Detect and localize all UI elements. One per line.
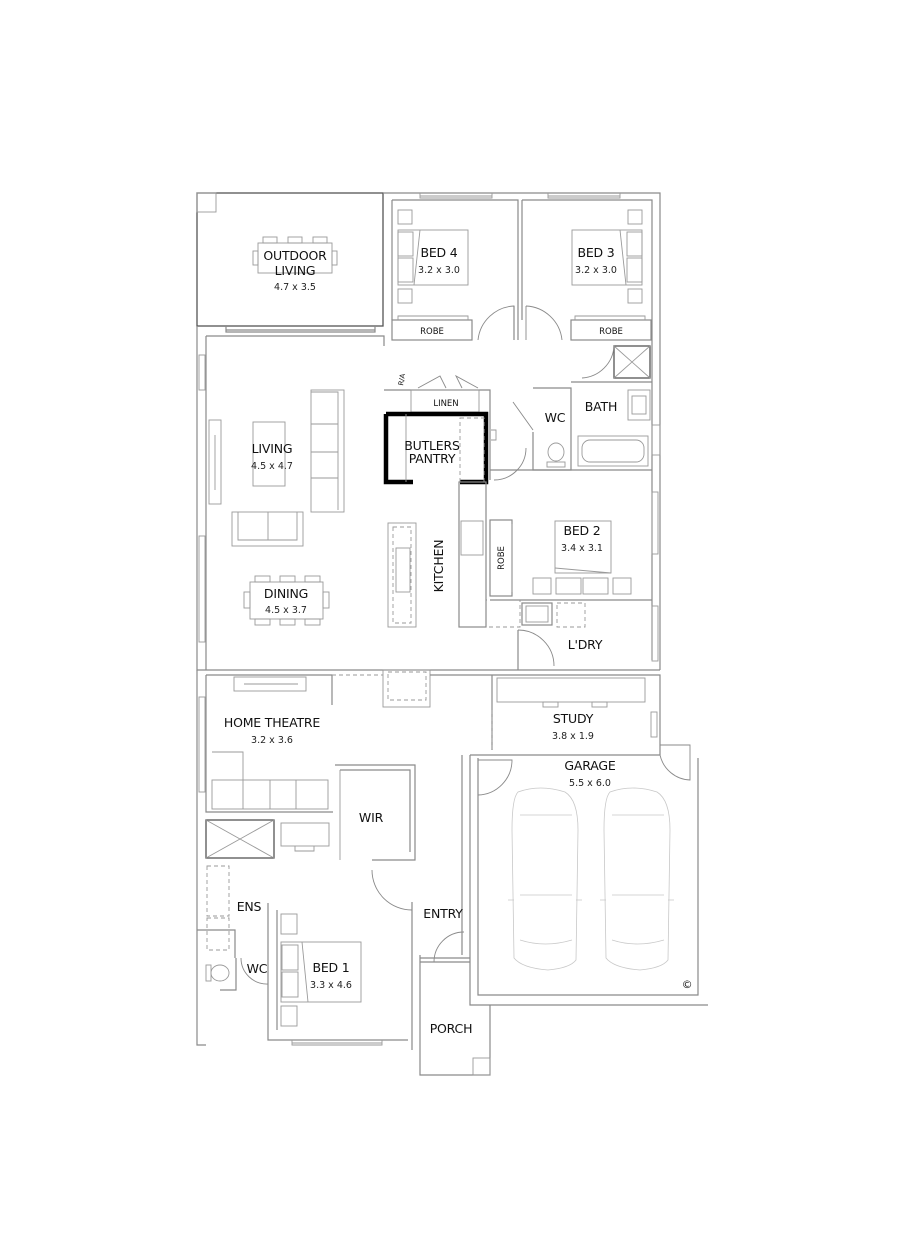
entry-label: ENTRY: [423, 906, 463, 921]
home-theatre-size: 3.2 x 3.6: [251, 735, 293, 746]
pantry-area: [383, 374, 527, 485]
bed-1-label: BED 1: [312, 960, 349, 975]
outdoor-living-label-1: OUTDOOR: [263, 248, 327, 263]
wir-label: WIR: [359, 810, 384, 825]
outdoor-living-label-2: LIVING: [275, 263, 316, 278]
robe-bed4-label: ROBE: [420, 327, 444, 337]
bed-1-wing: [197, 764, 416, 1050]
wc-ensuite-label: WC: [247, 961, 268, 976]
outdoor-table: [252, 236, 338, 274]
bed-2-label: BED 2: [563, 523, 600, 538]
bath-label: BATH: [585, 399, 617, 414]
bed-4-label: BED 4: [420, 245, 457, 260]
study-label: STUDY: [553, 711, 594, 726]
ra-label: R/A: [397, 373, 407, 386]
bed-3-label: BED 3: [577, 245, 614, 260]
wc-main-label: WC: [545, 410, 566, 425]
bed-3-size: 3.2 x 3.0: [575, 265, 617, 276]
home-theatre-label: HOME THEATRE: [224, 715, 321, 730]
bed-3-furniture: [525, 209, 652, 341]
dining-size: 4.5 x 3.7: [265, 605, 307, 616]
robe-bed3-label: ROBE: [599, 327, 623, 337]
garage-area: [469, 744, 708, 1006]
bed-1-size: 3.3 x 4.6: [310, 980, 352, 991]
ens-label: ENS: [237, 899, 262, 914]
robe-bed2-label: ROBE: [497, 546, 507, 570]
butlers-pantry-label-1: BUTLERS: [404, 438, 460, 453]
home-theatre-area: [196, 669, 431, 1046]
study-area: [430, 674, 661, 755]
garage-size: 5.5 x 6.0: [569, 778, 611, 789]
garage-label: GARAGE: [564, 758, 615, 773]
bed-4-size: 3.2 x 3.0: [418, 265, 460, 276]
porch-label: PORCH: [430, 1021, 473, 1036]
living-label: LIVING: [252, 441, 293, 456]
living-furniture: [208, 389, 345, 626]
bed-2-laundry: [490, 469, 652, 670]
dining-label: DINING: [264, 586, 308, 601]
living-size: 4.5 x 4.7: [251, 461, 293, 472]
room-labels: OUTDOOR LIVING 4.7 x 3.5 BED 4 3.2 x 3.0…: [224, 245, 693, 1036]
copyright-icon: ©: [682, 978, 693, 991]
entry-porch: [419, 755, 491, 1076]
kitchen-furniture: [387, 481, 521, 628]
wc-bath: [512, 345, 652, 471]
butlers-pantry-label-2: PANTRY: [409, 451, 456, 466]
bed-4-furniture: [391, 209, 519, 341]
outdoor-living-size: 4.7 x 3.5: [274, 282, 316, 293]
study-size: 3.8 x 1.9: [552, 731, 594, 742]
kitchen-label: KITCHEN: [431, 540, 446, 593]
bed-2-size: 3.4 x 3.1: [561, 543, 603, 554]
linen-label: LINEN: [433, 399, 458, 409]
laundry-label: L'DRY: [568, 637, 603, 652]
outer-walls: [196, 192, 661, 671]
